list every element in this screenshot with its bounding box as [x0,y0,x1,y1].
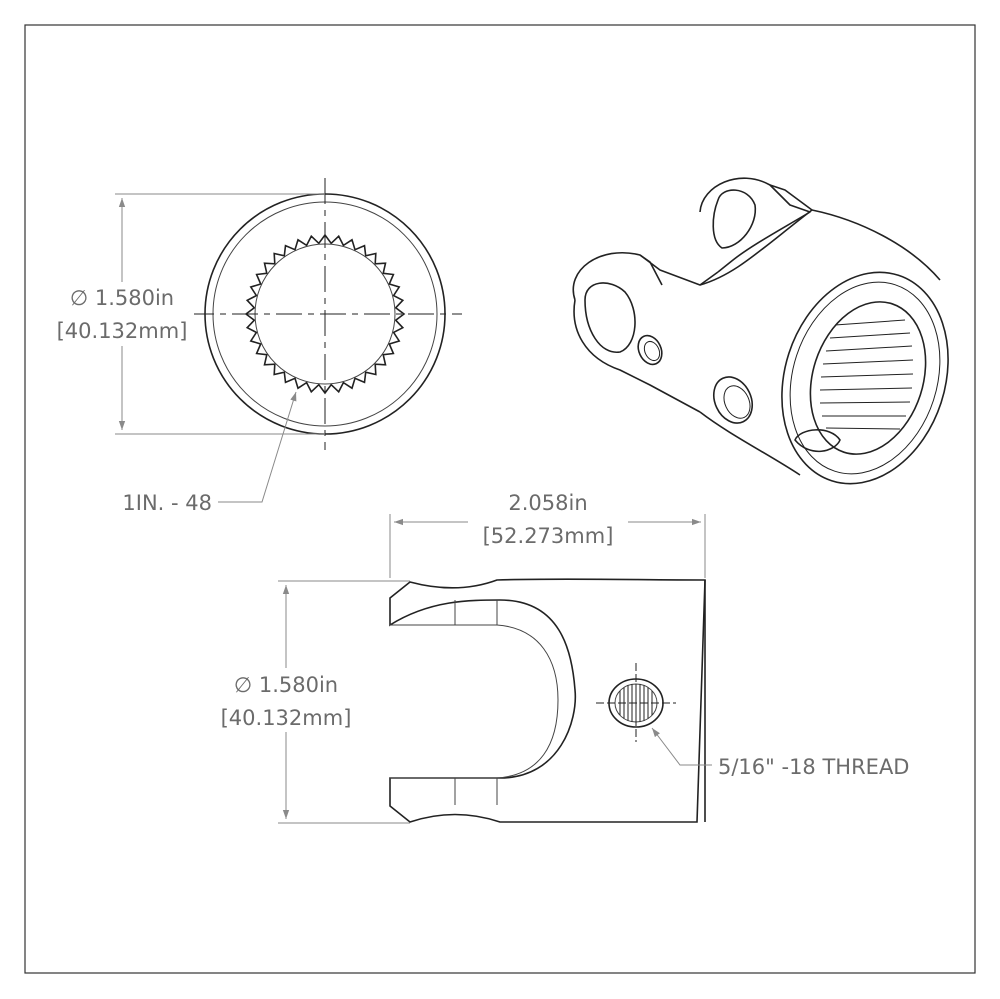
spline-label: 1IN. - 48 [122,491,212,515]
end-view-diameter-mm: [40.132mm] [57,319,188,343]
side-view: 2.058in [52.273mm] ∅ 1.580in [40.132mm] … [212,488,909,824]
thread-leader [651,727,712,766]
isometric-view [572,177,949,485]
side-view-length-in: 2.058in [508,491,587,515]
end-view-diameter-in: ∅ 1.580in [70,286,174,310]
spline-leader [218,391,297,503]
side-view-length-mm: [52.273mm] [483,524,614,548]
side-view-diameter-mm: [40.132mm] [221,706,352,730]
yoke-outline [389,578,706,823]
end-view: ∅ 1.580in [40.132mm] 1IN. - 48 [48,178,462,515]
iso-spline-ridges [819,319,914,430]
side-view-diameter-in: ∅ 1.580in [234,673,338,697]
drawing-border [24,24,976,974]
thread-label: 5/16" -18 THREAD [718,755,909,779]
threaded-hole [596,663,676,742]
spline-root-circle [254,243,396,385]
